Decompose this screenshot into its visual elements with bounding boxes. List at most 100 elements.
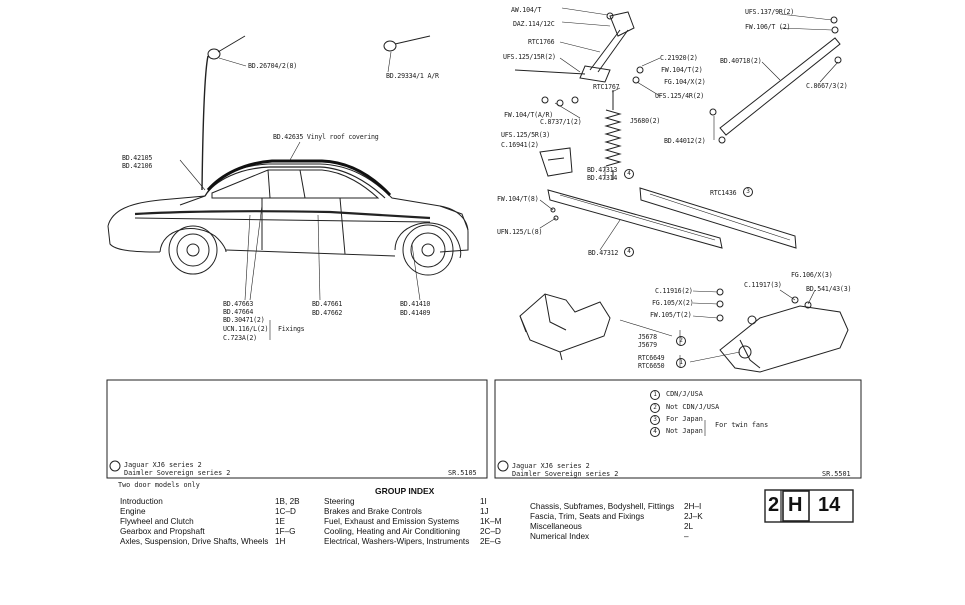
callout-fw104-8: FW.104/T(8): [497, 195, 539, 203]
gi-code: 2L: [684, 522, 694, 531]
callout-circle-3a: 3: [743, 187, 759, 197]
callout-bd47663: BD.47663: [223, 300, 254, 308]
page-section-letter: H: [788, 494, 803, 516]
callout-circle-4a: 4: [624, 169, 640, 179]
callout-bd42635: BD.42635 Vinyl roof covering: [273, 133, 379, 141]
callout-c11917: C.11917(3): [744, 281, 782, 289]
callout-c8737: C.8737/1(2): [540, 118, 582, 126]
callout-daz114: DAZ.114/12C: [513, 20, 555, 28]
callout-bd47662: BD.47662: [312, 309, 343, 317]
gi-code: 1F–G: [275, 527, 296, 536]
callout-rtc1766: RTC1766: [528, 38, 555, 46]
callout-bd47313: BD.47313: [587, 166, 618, 174]
callout-j5679: J5679: [638, 341, 657, 349]
callout-c16941: C.16941(2): [501, 141, 539, 149]
gi-code: 2E–G: [480, 537, 501, 546]
gi-item[interactable]: Electrical, Washers-Wipers, Instruments: [324, 537, 470, 546]
sill-strips: [547, 187, 797, 249]
gi-item[interactable]: Cooling, Heating and Air Conditioning: [324, 527, 461, 536]
gi-code: 1H: [275, 537, 286, 546]
callout-bd41410: BD.41410: [400, 300, 431, 308]
right-info-box: [494, 379, 862, 479]
gi-item[interactable]: Flywheel and Clutch: [120, 517, 194, 526]
jaguar-emblem-left: [109, 460, 121, 472]
page-group-number: 2: [768, 494, 780, 516]
gi-code: 2H–I: [684, 502, 702, 511]
gi-item[interactable]: Brakes and Brake Controls: [324, 507, 422, 516]
gi-code: 1I: [480, 497, 487, 506]
callout-fw104-2: FW.104/T(2): [661, 66, 703, 74]
callout-bd29334: BD.29334/1 A/R: [386, 72, 439, 80]
callout-c21920: C.21920(2): [660, 54, 698, 62]
callout-bd47312: BD.47312: [588, 249, 619, 257]
gi-item[interactable]: Introduction: [120, 497, 163, 506]
callout-bd47661: BD.47661: [312, 300, 343, 308]
callout-bd41409: BD.41409: [400, 309, 431, 317]
callout-bd30471: BD.30471(2): [223, 316, 265, 324]
gi-code: 1J: [480, 507, 489, 516]
callout-j5680: J5680(2): [630, 117, 661, 125]
callout-bd47314: BD.47314: [587, 174, 618, 182]
callout-circle-2: 2: [676, 336, 692, 346]
callout-rtc1767: RTC1767: [593, 83, 620, 91]
callout-aw104: AW.104/T: [511, 6, 542, 14]
gi-code: –: [684, 532, 689, 541]
gi-item[interactable]: Axles, Suspension, Drive Shafts, Wheels: [120, 537, 269, 546]
callout-bd44012: BD.44012(2): [664, 137, 706, 145]
left-box-ref: SR.5105: [448, 469, 477, 477]
callout-rtc1436: RTC1436: [710, 189, 737, 197]
legend-note: For twin fans: [715, 421, 769, 429]
callout-bd42106: BD.42106: [122, 162, 153, 170]
bonnet-hinge-assembly: [514, 11, 644, 180]
callout-ufs137: UFS.137/9R(2): [745, 8, 795, 16]
callout-ufs125-4r: UFS.125/4R(2): [655, 92, 705, 100]
callout-bd47664: BD.47664: [223, 308, 254, 316]
gi-item[interactable]: Gearbox and Propshaft: [120, 527, 205, 536]
two-door-note: Two door models only: [118, 481, 200, 489]
callout-bd40718: BD.40718(2): [720, 57, 762, 65]
gi-item[interactable]: Chassis, Subframes, Bodyshell, Fittings: [530, 502, 675, 511]
callout-circle-1: 1: [676, 358, 692, 368]
gi-item[interactable]: Numerical Index: [530, 532, 590, 541]
callout-rtc6650: RTC6650: [638, 362, 665, 370]
right-box-ref: SR.5501: [822, 470, 851, 478]
gi-code: 1B, 2B: [275, 497, 300, 506]
trim-clip-parts: [201, 35, 431, 191]
gi-code: 1K–M: [480, 517, 502, 526]
callout-ucn116: UCN.116/L(2): [223, 325, 269, 333]
left-box-line1: Jaguar XJ6 series 2: [124, 461, 202, 469]
jaguar-emblem-right: [497, 460, 509, 472]
gi-item[interactable]: Miscellaneous: [530, 522, 582, 531]
callout-circle-4b: 4: [624, 247, 640, 257]
callout-c11916: C.11916(2): [655, 287, 693, 295]
gi-code: 2J–K: [684, 512, 703, 521]
bonnet-stay-rod: [709, 16, 842, 144]
page-number: 14: [818, 494, 841, 516]
gi-item[interactable]: Engine: [120, 507, 146, 516]
callout-bd541: BD.541/43(3): [806, 285, 852, 293]
callout-c723a: C.723A(2): [223, 334, 257, 342]
gi-item[interactable]: Steering: [324, 497, 355, 506]
callout-ufs125-15r: UFS.125/15R(2): [503, 53, 556, 61]
callout-bd26704: BD.26704/2(8): [248, 62, 298, 70]
callout-c8667: C.8667/3(2): [806, 82, 848, 90]
right-box-line2: Daimler Sovereign series 2: [512, 470, 619, 478]
callout-fw106: FW.106/T (2): [745, 23, 791, 31]
gi-item[interactable]: Fuel, Exhaust and Emission Systems: [324, 517, 460, 526]
gi-item[interactable]: Fascia, Trim, Seats and Fixings: [530, 512, 645, 521]
left-leader-lines: [179, 51, 421, 340]
callout-fg104: FG.104/X(2): [664, 78, 706, 86]
gi-code: 2C–D: [480, 527, 501, 536]
callout-fg105: FG.105/X(2): [652, 299, 694, 307]
callout-bd42105: BD.42105: [122, 154, 153, 162]
callout-fixings: Fixings: [278, 325, 305, 333]
car-body-illustration: [107, 159, 469, 276]
right-box-line1: Jaguar XJ6 series 2: [512, 462, 590, 470]
callout-ufs125-5r: UFS.125/5R(3): [501, 131, 551, 139]
left-box-line2: Daimler Sovereign series 2: [124, 469, 231, 477]
